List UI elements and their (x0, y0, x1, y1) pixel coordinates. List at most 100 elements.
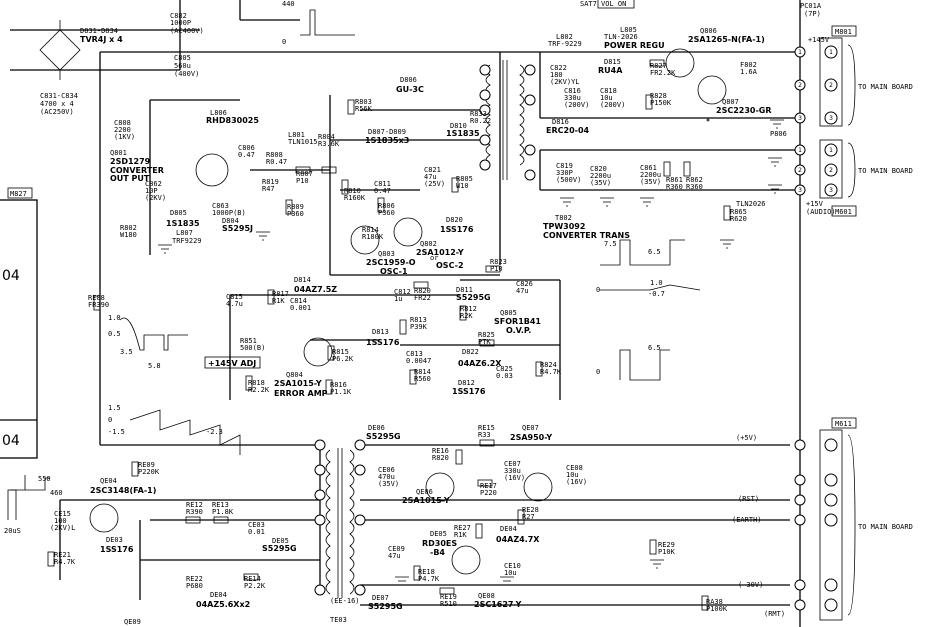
svg-text:2: 2 (798, 82, 802, 89)
label-re15v: R33 (478, 431, 491, 439)
label-d806p: GU-3C (396, 85, 424, 94)
label-ce03v: 0.01 (248, 528, 265, 536)
label-d810p: 1S1835 (446, 129, 480, 138)
label-de05p: RD30ES (422, 539, 457, 548)
label-de05bp: S5295G (262, 544, 297, 553)
wave-0b: 0 (596, 286, 600, 294)
waveform-labels: 550 460 20uS 7.5 6.5 1.0 -0.7 6.5 1.0 0.… (4, 0, 665, 535)
label-d807: D807-D809 (368, 128, 406, 136)
label-c862v: 10P (145, 187, 158, 195)
label-q802p: 2SA1012-Y (416, 248, 464, 257)
label-ce08r: (16V) (566, 478, 587, 486)
label-c831r: (AC250V) (40, 108, 74, 116)
label-c813v: 0.0047 (406, 357, 431, 365)
label-d822p: 04AZ6.2X (458, 359, 502, 368)
label-de04: DE04 (500, 525, 517, 533)
label-re12: RE12 (186, 501, 203, 509)
label-c805r: (400V) (174, 70, 199, 78)
label-r813: R813 (410, 316, 427, 324)
label-c819: C819 (556, 162, 573, 170)
label-04a: 04 (2, 268, 20, 284)
label-c808r: (1KV) (114, 133, 135, 141)
label-r815v: P6.2K (332, 355, 354, 363)
label-ce09v: 47u (388, 552, 401, 560)
label-m601: M601 (835, 208, 852, 216)
label-q807p: 2SC2230-GR (716, 106, 772, 115)
label-c820v: 2200u (590, 172, 611, 180)
label-r816: R816 (330, 381, 347, 389)
label-r807v: P10 (296, 177, 309, 185)
label-re15: RE15 (478, 424, 495, 432)
label-c825: C825 (496, 365, 513, 373)
svg-text:1: 1 (798, 147, 802, 154)
label-f802v: 1.6A (740, 68, 758, 76)
transistors (89, 48, 727, 575)
transformer-t802 (479, 60, 536, 181)
label-r861: R861 (666, 176, 683, 184)
label-q803: Q803 (378, 250, 395, 258)
label-ce06r: (35V) (378, 480, 399, 488)
label-ra38v: P100K (706, 605, 728, 613)
label-plus15: +15V (806, 200, 824, 208)
label-re13v: P1.8K (212, 508, 234, 516)
label-re16: RE16 (432, 447, 449, 455)
label-q804: Q804 (286, 371, 303, 379)
label-r814b: R814 (414, 368, 431, 376)
label-adj: +145V ADJ (208, 359, 256, 368)
label-q803p: 2SC1959-O (366, 258, 416, 267)
diode-bridge (39, 20, 81, 80)
label-r810: R810 (344, 187, 361, 195)
label-de05: DE05 (430, 530, 447, 538)
label-qe07p: 2SA950-Y (510, 433, 552, 442)
label-d804: D804 (222, 217, 239, 225)
label-ce03: CE03 (248, 521, 265, 529)
label-c826: C826 (516, 280, 533, 288)
label-r806v: P360 (378, 209, 395, 217)
label-re19: RE19 (440, 593, 457, 601)
label-r825: R825 (478, 331, 495, 339)
label-l806: L806 (210, 109, 227, 117)
label-c861: C861 (640, 164, 657, 172)
label-de05n: -B4 (430, 548, 445, 557)
label-ce06: CE06 (378, 466, 395, 474)
label-c882v: 1000P (170, 19, 191, 27)
label-c815: C815 (226, 293, 243, 301)
label-conv2: OUT PUT (110, 174, 150, 183)
label-qe08: QE08 (478, 592, 495, 600)
wave-58: 5.8 (148, 362, 161, 370)
label-r818v: R2.2K (248, 386, 270, 394)
label-d820: D820 (446, 216, 463, 224)
label-r865: R865 (730, 208, 747, 216)
label-r851: R851 (240, 337, 257, 345)
wave-35: 3.5 (120, 348, 133, 356)
label-r803v: R56K (355, 105, 373, 113)
label-re29: RE29 (658, 541, 675, 549)
wave-550: 550 (38, 475, 51, 483)
label-de03p: 1SS176 (100, 545, 134, 554)
label-l807p: TRF9229 (172, 237, 202, 245)
label-de04b: DE04 (210, 591, 227, 599)
label-r824v: R4.7K (540, 368, 562, 376)
label-l807: L807 (176, 229, 193, 237)
label-plus5: (+5V) (736, 434, 757, 442)
wave-15: 1.5 (108, 404, 121, 412)
label-re08v: FR390 (88, 301, 109, 309)
label-d813: D813 (372, 328, 389, 336)
label-c818: C818 (600, 87, 617, 95)
wave-n23: -2.3 (206, 428, 223, 436)
label-ovp: O.V.P. (506, 326, 531, 335)
label-d805p: 1S1835 (166, 219, 200, 228)
label-tomain1: TO MAIN BOARD (858, 83, 913, 91)
label-r833v: R0.22 (470, 117, 491, 125)
label-r808v: R0.47 (266, 158, 287, 166)
label-q806p: 2SA1265-N(FA-1) (688, 35, 765, 44)
label-p806: P806 (770, 130, 787, 138)
label-f802: F802 (740, 61, 757, 69)
label-re18v: P4.7K (418, 575, 440, 583)
label-r802: R802 (120, 224, 137, 232)
label-re29v: P10K (658, 548, 676, 556)
wave-05: 0.5 (108, 330, 121, 338)
label-t802: T802 (555, 214, 572, 222)
label-q805p: SFOR1B41 (494, 317, 541, 326)
label-q801: Q801 (110, 149, 127, 157)
